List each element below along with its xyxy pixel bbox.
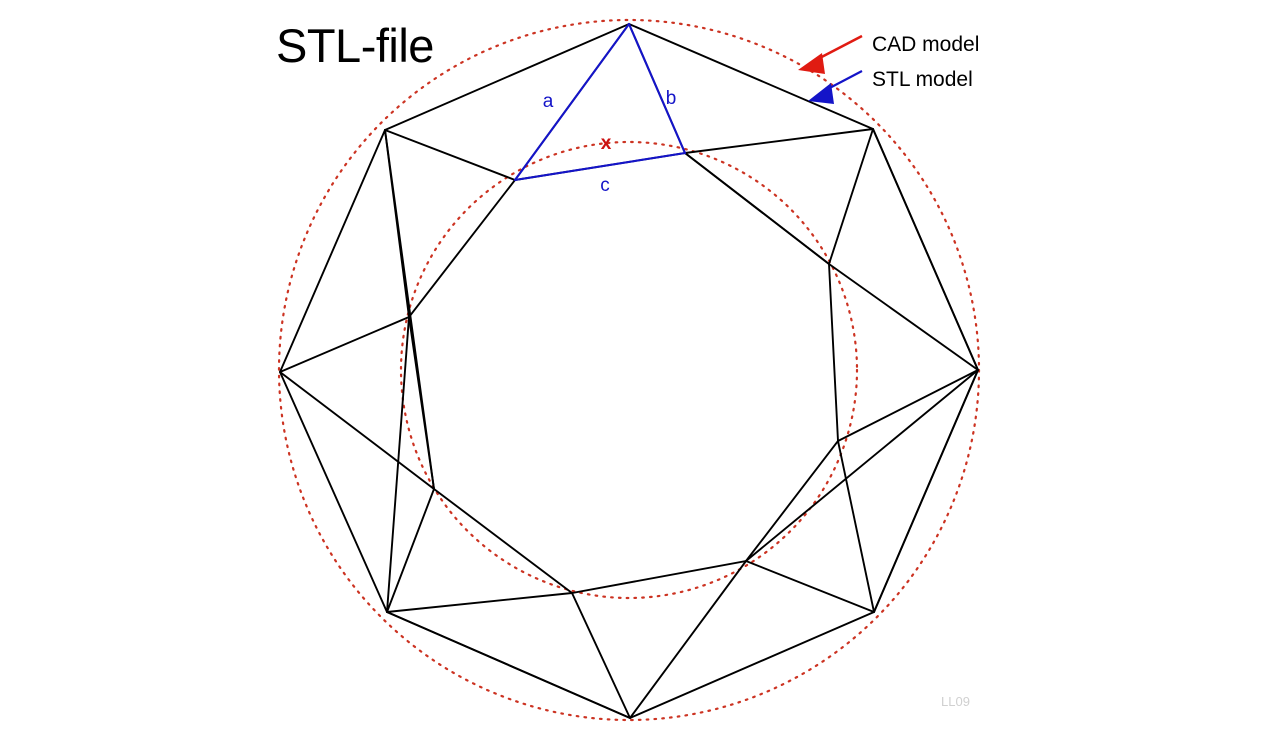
triangle-label-a: a bbox=[543, 91, 554, 112]
inner-polygon bbox=[408, 151, 839, 595]
mesh-edge bbox=[745, 560, 875, 613]
mesh-edge bbox=[279, 371, 435, 490]
legend: CAD model STL model bbox=[798, 33, 979, 104]
highlighted-triangle bbox=[513, 22, 687, 182]
page-title: STL-file bbox=[276, 19, 434, 72]
cad-outer-circle bbox=[277, 18, 981, 722]
blue-arrow-icon bbox=[808, 83, 834, 104]
mesh-edge bbox=[684, 152, 830, 265]
legend-item-stl-model[interactable]: STL model bbox=[808, 68, 973, 104]
mesh-edge bbox=[571, 592, 631, 719]
mesh-edge bbox=[386, 611, 631, 719]
triangle-side-c bbox=[513, 151, 687, 182]
mesh-edge bbox=[837, 440, 875, 613]
mesh-edge bbox=[837, 369, 979, 442]
triangle-label-b: b bbox=[666, 88, 677, 109]
mesh-edge bbox=[386, 488, 435, 613]
mesh-edge bbox=[386, 592, 573, 613]
triangle-label-c: c bbox=[600, 175, 610, 196]
cad-model-circles bbox=[277, 18, 981, 722]
watermark: LL09 bbox=[941, 694, 970, 709]
triangle-side-b bbox=[627, 22, 687, 155]
mesh-edge bbox=[872, 128, 979, 371]
mesh-edge bbox=[629, 560, 747, 719]
mesh-diagonals bbox=[279, 23, 979, 719]
triangle-side-a bbox=[513, 22, 631, 182]
mesh-edge bbox=[745, 369, 979, 562]
mesh-edge bbox=[384, 129, 435, 490]
mesh-edge bbox=[828, 128, 874, 265]
mesh-edge bbox=[279, 316, 410, 373]
cad-inner-circle bbox=[399, 140, 859, 600]
mesh-edge bbox=[828, 263, 979, 371]
mesh-edge bbox=[873, 369, 979, 613]
mesh-edge bbox=[684, 128, 874, 154]
deviation-label-x: x bbox=[601, 133, 612, 154]
mesh-edge bbox=[384, 129, 516, 181]
stl-mesh bbox=[278, 22, 980, 720]
legend-item-cad-model[interactable]: CAD model bbox=[798, 33, 979, 74]
legend-label-cad-model: CAD model bbox=[872, 33, 979, 56]
mesh-edge bbox=[386, 316, 410, 613]
legend-label-stl-model: STL model bbox=[872, 68, 973, 91]
red-arrow-icon bbox=[798, 53, 825, 74]
inner-polygon-boundary bbox=[408, 151, 839, 595]
